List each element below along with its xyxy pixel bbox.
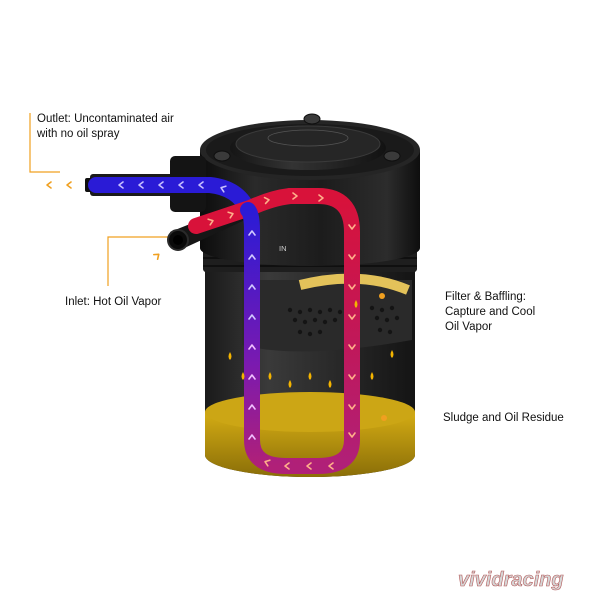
- outlet-leader-line: [29, 113, 60, 173]
- inlet-label-line-1: Inlet: Hot Oil Vapor: [65, 296, 162, 308]
- outlet-arrows: [46, 181, 72, 189]
- filter-label: Filter & Baffling: Capture and Cool Oil …: [445, 290, 535, 335]
- flow-loop-left: [240, 202, 294, 474]
- oil-droplets: [228, 300, 394, 388]
- cap-bolts: [213, 113, 401, 162]
- filter-label-line-3: Oil Vapor: [445, 321, 493, 333]
- outlet-label: Outlet: Uncontaminated air with no oil s…: [37, 112, 174, 142]
- filter-baffle: [242, 273, 412, 352]
- outlet-label-line-2: with no oil spray: [37, 128, 120, 140]
- sludge-pointer-dot: [381, 415, 387, 421]
- inlet-leader-line: [107, 236, 172, 286]
- inlet-label: Inlet: Hot Oil Vapor: [65, 295, 161, 310]
- filter-label-line-1: Filter & Baffling:: [445, 291, 526, 303]
- filter-pointer-dot: [379, 293, 385, 299]
- outlet-label-line-1: Outlet: Uncontaminated air: [37, 113, 174, 125]
- svg-text:vividracing: vividracing: [458, 569, 564, 591]
- vividracing-watermark-logo: vividracing: [458, 569, 564, 592]
- sludge-label-line-1: Sludge and Oil Residue: [443, 412, 564, 424]
- filter-label-line-2: Capture and Cool: [445, 306, 536, 318]
- inlet-arrow: [152, 251, 162, 261]
- sludge-label: Sludge and Oil Residue: [443, 411, 564, 426]
- in-marker: IN: [279, 244, 287, 253]
